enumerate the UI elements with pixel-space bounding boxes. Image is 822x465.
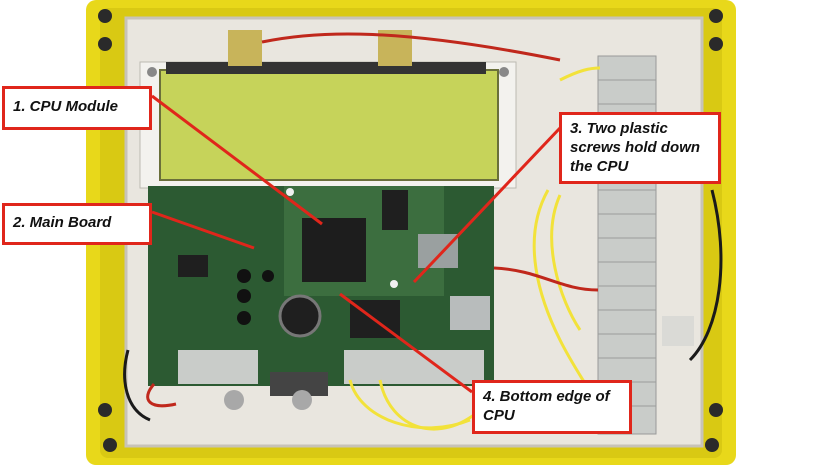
board-chip xyxy=(178,255,208,277)
corner-screws xyxy=(98,9,723,452)
bracket-screw xyxy=(147,67,157,77)
red-wires xyxy=(146,32,599,408)
standoff xyxy=(292,390,312,410)
yellow-wires xyxy=(348,66,602,431)
board-terminal-left xyxy=(178,350,258,384)
lcd-screen xyxy=(159,69,499,181)
callout-plastic-screws: 3. Two plastic screws hold down the CPU xyxy=(559,112,721,184)
plastic-screw xyxy=(390,280,398,288)
bracket-screw xyxy=(499,67,509,77)
sd-slot xyxy=(418,234,458,268)
lcd-clip-left xyxy=(228,30,262,66)
black-wires xyxy=(123,189,723,422)
coin-battery xyxy=(278,294,322,338)
capacitors xyxy=(237,269,274,325)
standoff xyxy=(224,390,244,410)
board-terminal-right xyxy=(344,350,484,384)
usb-port xyxy=(450,296,490,330)
cpu-chip xyxy=(302,218,366,282)
cable-tie-mount xyxy=(662,316,694,346)
plastic-screw xyxy=(286,188,294,196)
lcd-top-strip xyxy=(166,62,486,74)
board-chip xyxy=(382,190,408,230)
callout-bottom-edge: 4. Bottom edge of CPU xyxy=(472,380,632,434)
callout-cpu-module: 1. CPU Module xyxy=(2,86,152,130)
callout-pointers xyxy=(151,94,562,394)
callout-main-board: 2. Main Board xyxy=(2,203,152,245)
terminal-block-dividers xyxy=(598,79,656,407)
